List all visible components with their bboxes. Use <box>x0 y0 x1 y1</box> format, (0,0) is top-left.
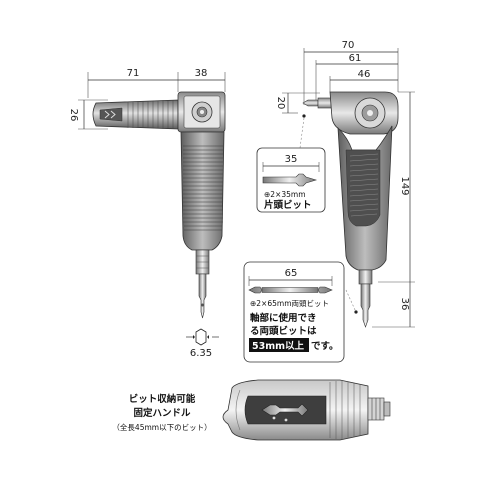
stored-bit <box>261 403 309 417</box>
dim-label-36: 36 <box>399 298 410 311</box>
bit-35-illustration <box>262 173 318 187</box>
dim-label-26: 26 <box>68 109 79 122</box>
storage-title-line-2: 固定ハンドル <box>133 407 191 419</box>
bit-35-callout: 35 ⊕2×35mm 片頭ビット <box>256 117 326 213</box>
storage-title-line-1: ビット収納可能 <box>129 393 196 405</box>
bit-65-note-line-3: です。 <box>311 341 339 352</box>
bit-65-callout: 65 ⊕2×65mm両頭ビット 軸部に使用でき る両頭ビットは 53mm以上 で… <box>243 261 357 363</box>
storage-section: ビット収納可能 固定ハンドル （全長45mm以下のビット） <box>112 379 391 441</box>
highlight-bar <box>249 338 309 352</box>
dim-label-65: 65 <box>285 268 298 279</box>
left-view: 71 38 26 <box>68 68 226 359</box>
body-grip-pad <box>345 149 381 227</box>
handle-ribs <box>127 100 174 129</box>
bit-65-note-line-1: 軸部に使用でき <box>250 312 317 324</box>
side-collar <box>317 97 333 109</box>
bit-65-note-line-2: る両頭ビットは <box>250 325 317 337</box>
right-view: 70 61 46 20 149 36 <box>275 40 415 328</box>
bit-65-box <box>243 261 345 363</box>
handle-window <box>99 107 123 122</box>
side-bit <box>302 99 319 107</box>
dim-label-38: 38 <box>195 68 208 79</box>
dim-label-70: 70 <box>342 40 355 51</box>
chevron-icon <box>110 110 116 119</box>
bit-65-note-highlight: 53mm以上 <box>252 340 305 352</box>
driver-bit <box>198 273 207 319</box>
storage-ribs <box>329 381 361 439</box>
bit-35-name: 片頭ビット <box>264 199 312 211</box>
body-shaft <box>180 131 225 251</box>
bit-65-illustration <box>248 286 333 294</box>
dim-label-20: 20 <box>275 97 286 110</box>
body-ribs <box>183 145 223 231</box>
chuck <box>358 269 373 285</box>
dim-label-149: 149 <box>399 176 410 195</box>
dim-label-46: 46 <box>358 69 371 80</box>
hex-size-label: 6.35 <box>190 348 212 359</box>
dim-label-71: 71 <box>127 68 140 79</box>
dim-label-61: 61 <box>349 53 362 64</box>
bit-35-spec: ⊕2×35mm <box>264 190 306 199</box>
hex-shank-icon <box>195 328 207 346</box>
pointer-dot <box>302 114 306 118</box>
driver-bit <box>360 283 371 328</box>
body-ribs <box>349 153 379 217</box>
chevron-icon <box>104 110 110 119</box>
dim-label-35: 35 <box>285 154 298 165</box>
handle-grip <box>92 99 179 130</box>
storage-caption: （全長45mm以下のビット） <box>112 422 211 432</box>
bit-65-spec: ⊕2×65mm両頭ビット <box>250 299 329 308</box>
